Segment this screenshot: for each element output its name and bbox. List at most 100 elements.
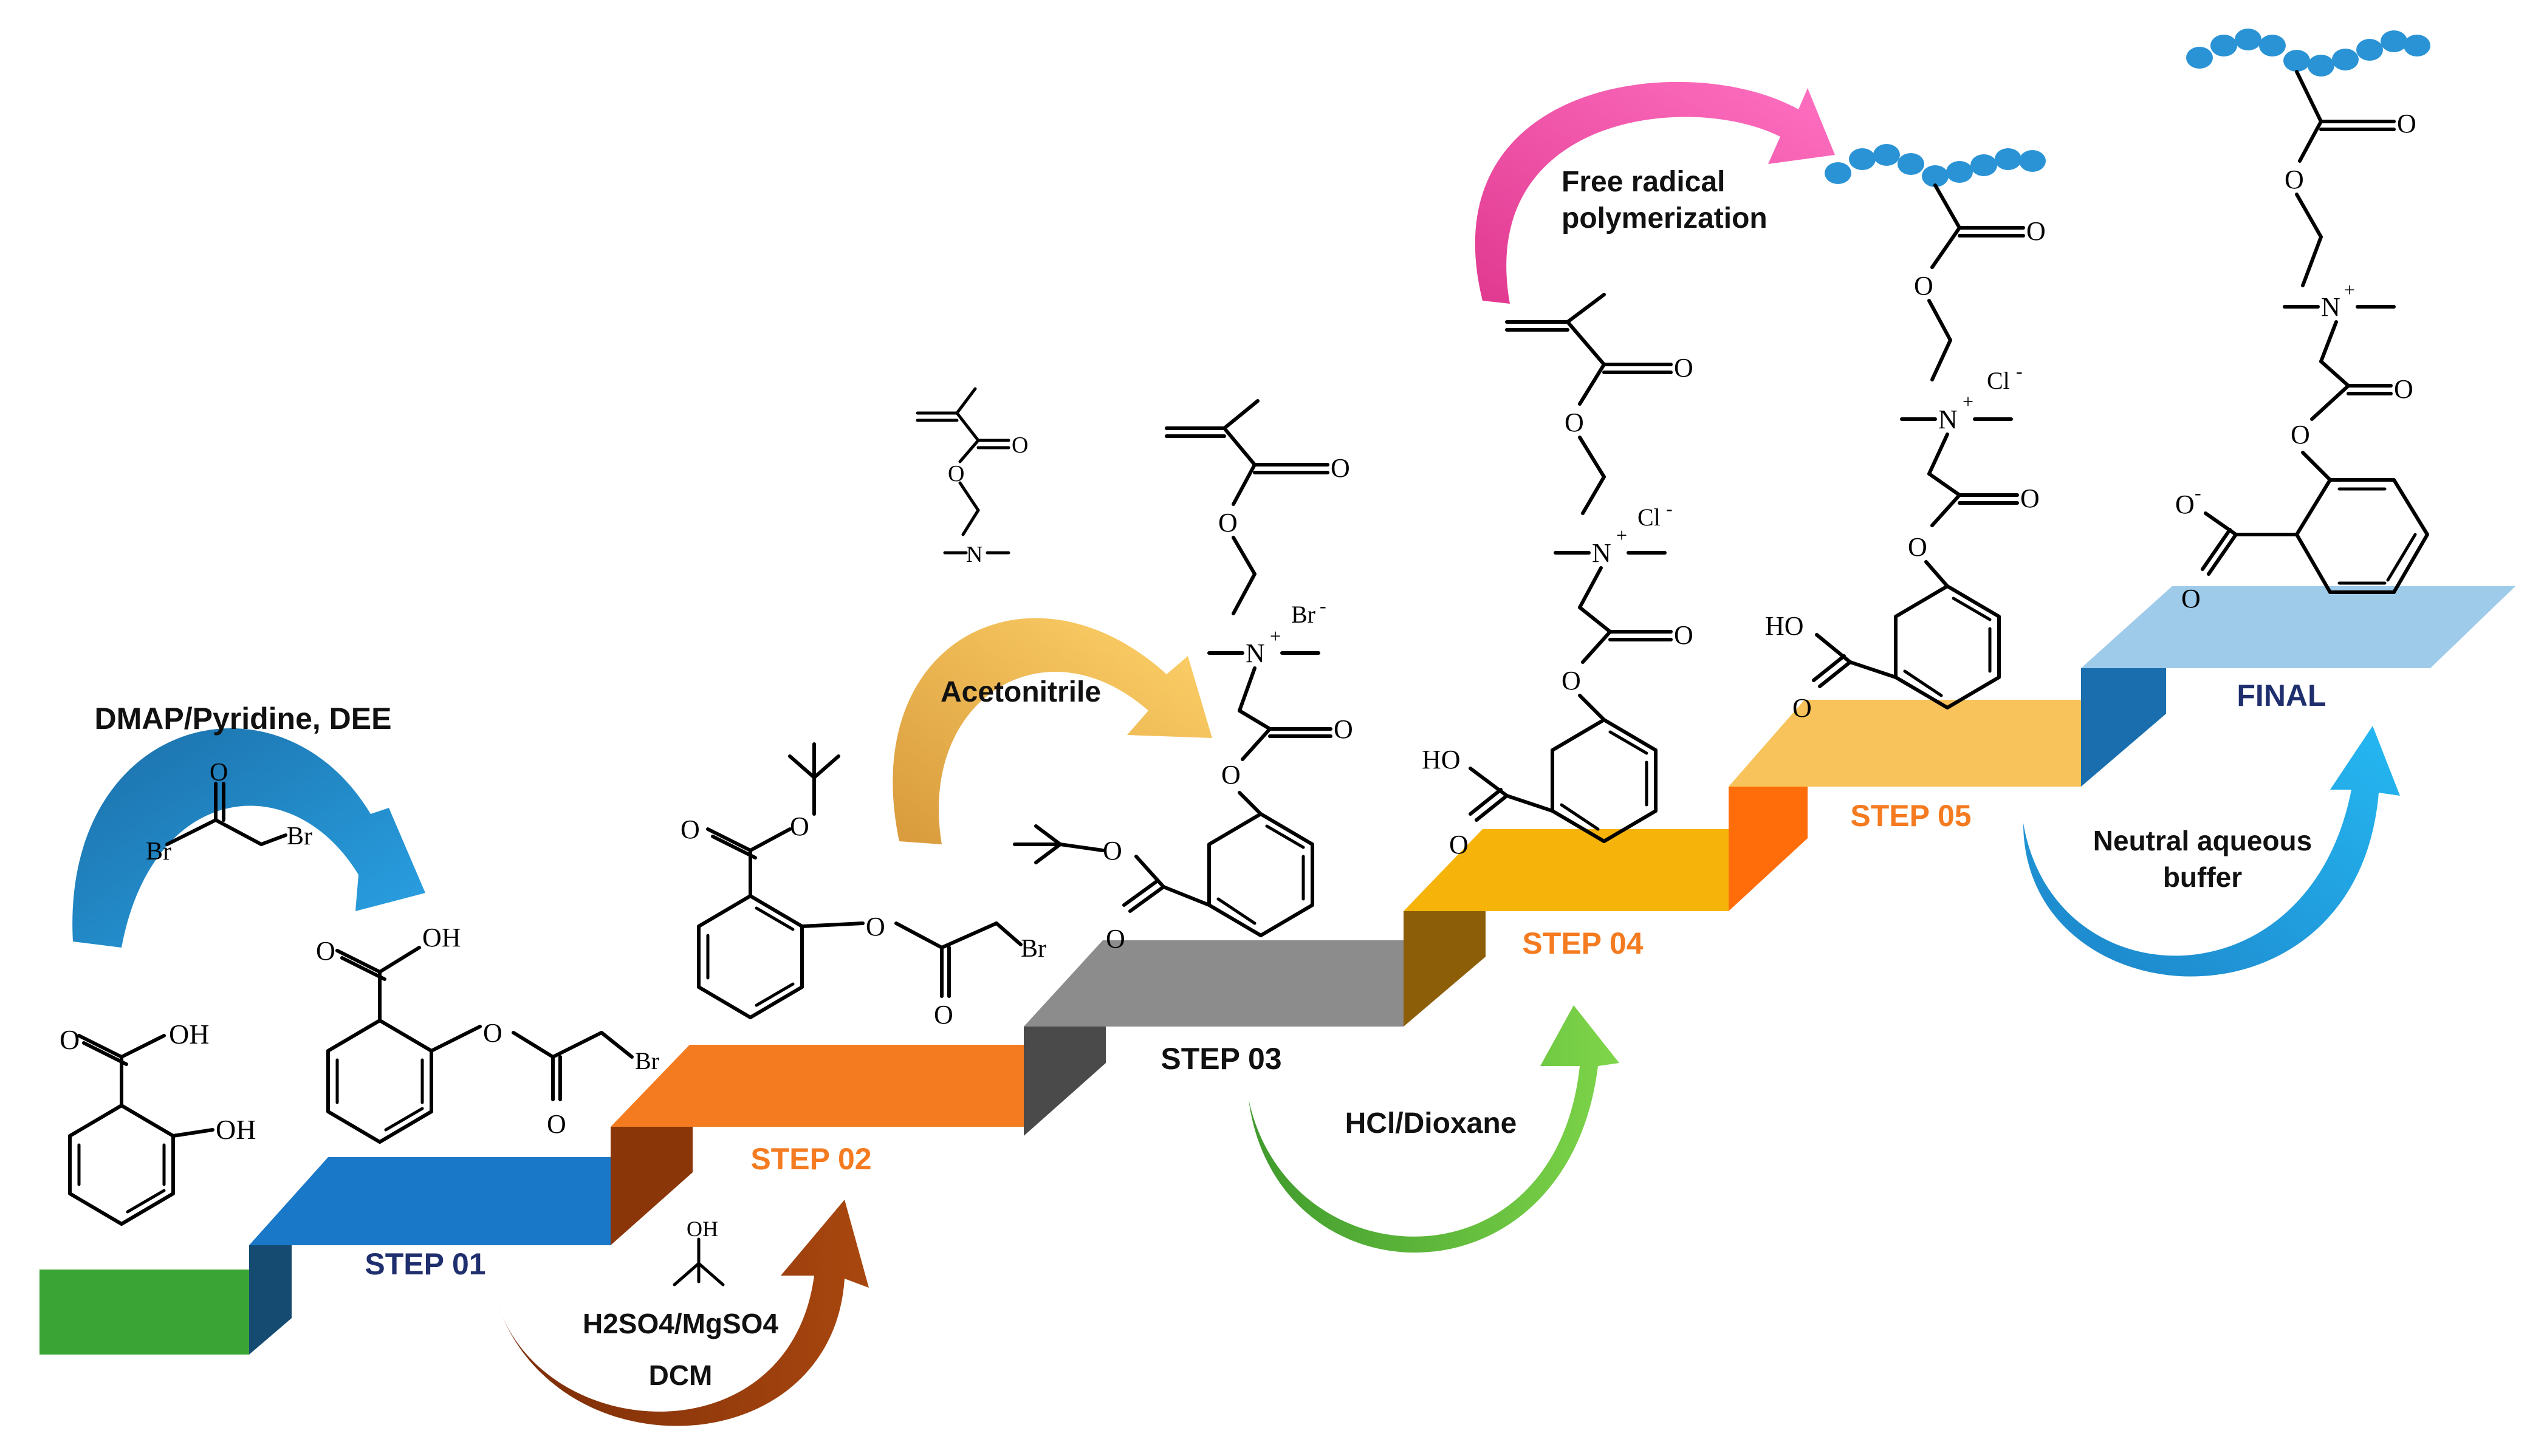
atom-label: N xyxy=(966,542,982,567)
polymer-chain-icon xyxy=(1825,144,2046,187)
reagent-step03: Acetonitrile xyxy=(941,676,1101,708)
atom-label: N xyxy=(1938,405,1958,434)
atom-label: + xyxy=(1270,625,1281,647)
reagent-final-line1: Neutral aqueous xyxy=(2093,825,2312,856)
atom-label: Cl xyxy=(1637,504,1661,531)
atom-label: HO xyxy=(1765,611,1804,641)
step04-product-structure: O O N + Cl - O O HO O xyxy=(1422,293,1693,860)
reagent-step02-line2: DCM xyxy=(649,1359,713,1391)
step02-riser xyxy=(611,1127,693,1245)
atom-label: O xyxy=(1674,353,1693,383)
step03-riser xyxy=(1024,1027,1106,1136)
arrow-yellow-icon xyxy=(893,618,1212,844)
atom-label: - xyxy=(2016,360,2023,382)
atom-label: O xyxy=(948,461,964,487)
arrow-brown-icon xyxy=(498,1200,869,1426)
atom-label: O xyxy=(210,759,228,787)
step01-tread xyxy=(249,1157,611,1245)
polymer-chain-icon xyxy=(2186,29,2430,77)
step04-label: STEP 04 xyxy=(1522,926,1643,960)
atom-label: O xyxy=(2175,490,2195,519)
atom-label: O xyxy=(866,912,885,942)
atom-label: O xyxy=(681,815,700,844)
base-block xyxy=(39,1270,249,1355)
reagent-step05-line1: Free radical xyxy=(1562,166,1725,198)
atom-label: O xyxy=(1908,532,1927,562)
atom-label: O xyxy=(2026,216,2046,246)
atom-label: Cl xyxy=(1987,367,2010,394)
step01-label: STEP 01 xyxy=(365,1247,485,1281)
step02-tread xyxy=(611,1045,1024,1127)
atom-label: + xyxy=(2344,279,2355,301)
tert-butanol-structure: OH xyxy=(673,1217,725,1287)
atom-label: Br xyxy=(1291,601,1315,628)
atom-label: O xyxy=(1012,432,1028,458)
atom-label: O xyxy=(934,1000,953,1030)
atom-label: OH xyxy=(687,1217,718,1241)
atom-label: + xyxy=(1963,391,1973,412)
final-tread xyxy=(2081,586,2515,668)
atom-label: - xyxy=(1320,595,1326,617)
atom-label: O xyxy=(1103,836,1122,866)
step-labels: STEP 01 STEP 02 STEP 03 STEP 04 STEP 05 … xyxy=(365,678,2326,1281)
atom-label: Br xyxy=(287,822,312,850)
final-riser xyxy=(2081,668,2166,787)
atom-label: N xyxy=(1246,638,1265,668)
atom-label: + xyxy=(1616,524,1627,546)
staircase xyxy=(39,586,2515,1355)
atom-label: O xyxy=(2181,584,2201,614)
final-product-structure: O O N + O O O - O xyxy=(2175,29,2430,614)
reagent-step05-line2: polymerization xyxy=(1562,202,1767,234)
dmaema-structure: O O N xyxy=(916,387,1028,567)
arrow-pink-icon xyxy=(1475,81,1835,304)
step03-label: STEP 03 xyxy=(1161,1042,1281,1076)
arrow-cyan-icon xyxy=(2023,726,2400,977)
atom-label: O xyxy=(60,1024,80,1055)
step05-label: STEP 05 xyxy=(1850,799,1971,833)
atom-label: O xyxy=(2285,165,2304,194)
atom-label: O xyxy=(483,1018,502,1048)
bromoacetyl-bromide-structure: Br O Br xyxy=(146,759,312,866)
step02-product-structure: O O O O Br xyxy=(681,742,1046,1030)
atom-label: O xyxy=(1562,666,1581,696)
atom-label: O xyxy=(2020,484,2040,513)
atom-label: O xyxy=(1449,830,1469,860)
atom-label: Br xyxy=(146,838,171,866)
step01-riser xyxy=(249,1245,292,1355)
step05-riser xyxy=(1729,787,1808,911)
atom-label: OH xyxy=(422,923,461,952)
salicylic-acid-structure: O OH OH xyxy=(60,1019,256,1226)
atom-label: O xyxy=(547,1109,566,1139)
atom-label: O xyxy=(1914,271,1933,301)
atom-label: OH xyxy=(216,1114,256,1145)
step05-product-structure: O O N + Cl - O O HO O xyxy=(1765,144,2046,723)
atom-label: N xyxy=(1592,538,1611,568)
reagent-final-line2: buffer xyxy=(2163,861,2242,893)
atom-label: O xyxy=(1565,408,1584,437)
atom-label: O xyxy=(316,936,335,966)
atom-label: O xyxy=(1221,760,1241,790)
atom-label: N xyxy=(2321,292,2340,322)
atom-label: O xyxy=(2291,420,2310,449)
step03-tread xyxy=(1024,940,1404,1027)
atom-label: O xyxy=(2397,109,2416,138)
step04-tread xyxy=(1404,829,1729,911)
reagent-labels: DMAP/Pyridine, DEE H2SO4/MgSO4 DCM Aceto… xyxy=(95,166,2313,1391)
atom-label: O xyxy=(1331,453,1350,483)
atom-label: O xyxy=(790,812,809,841)
arrow-blue-icon xyxy=(72,728,425,948)
step04-riser xyxy=(1404,911,1486,1027)
atom-label: - xyxy=(1666,497,1673,519)
step03-product-structure: O O N + Br - O O O O xyxy=(1013,399,1353,954)
step05-tread xyxy=(1729,700,2081,787)
atom-label: Br xyxy=(1021,935,1046,963)
atom-label: OH xyxy=(169,1019,209,1050)
reagent-step01: DMAP/Pyridine, DEE xyxy=(95,702,392,736)
atom-label: O xyxy=(1106,924,1125,954)
atom-label: Br xyxy=(635,1047,659,1075)
atom-label: O xyxy=(1792,693,1812,723)
atom-label: O xyxy=(2394,374,2413,404)
reagent-step02-line1: H2SO4/MgSO4 xyxy=(583,1308,779,1339)
